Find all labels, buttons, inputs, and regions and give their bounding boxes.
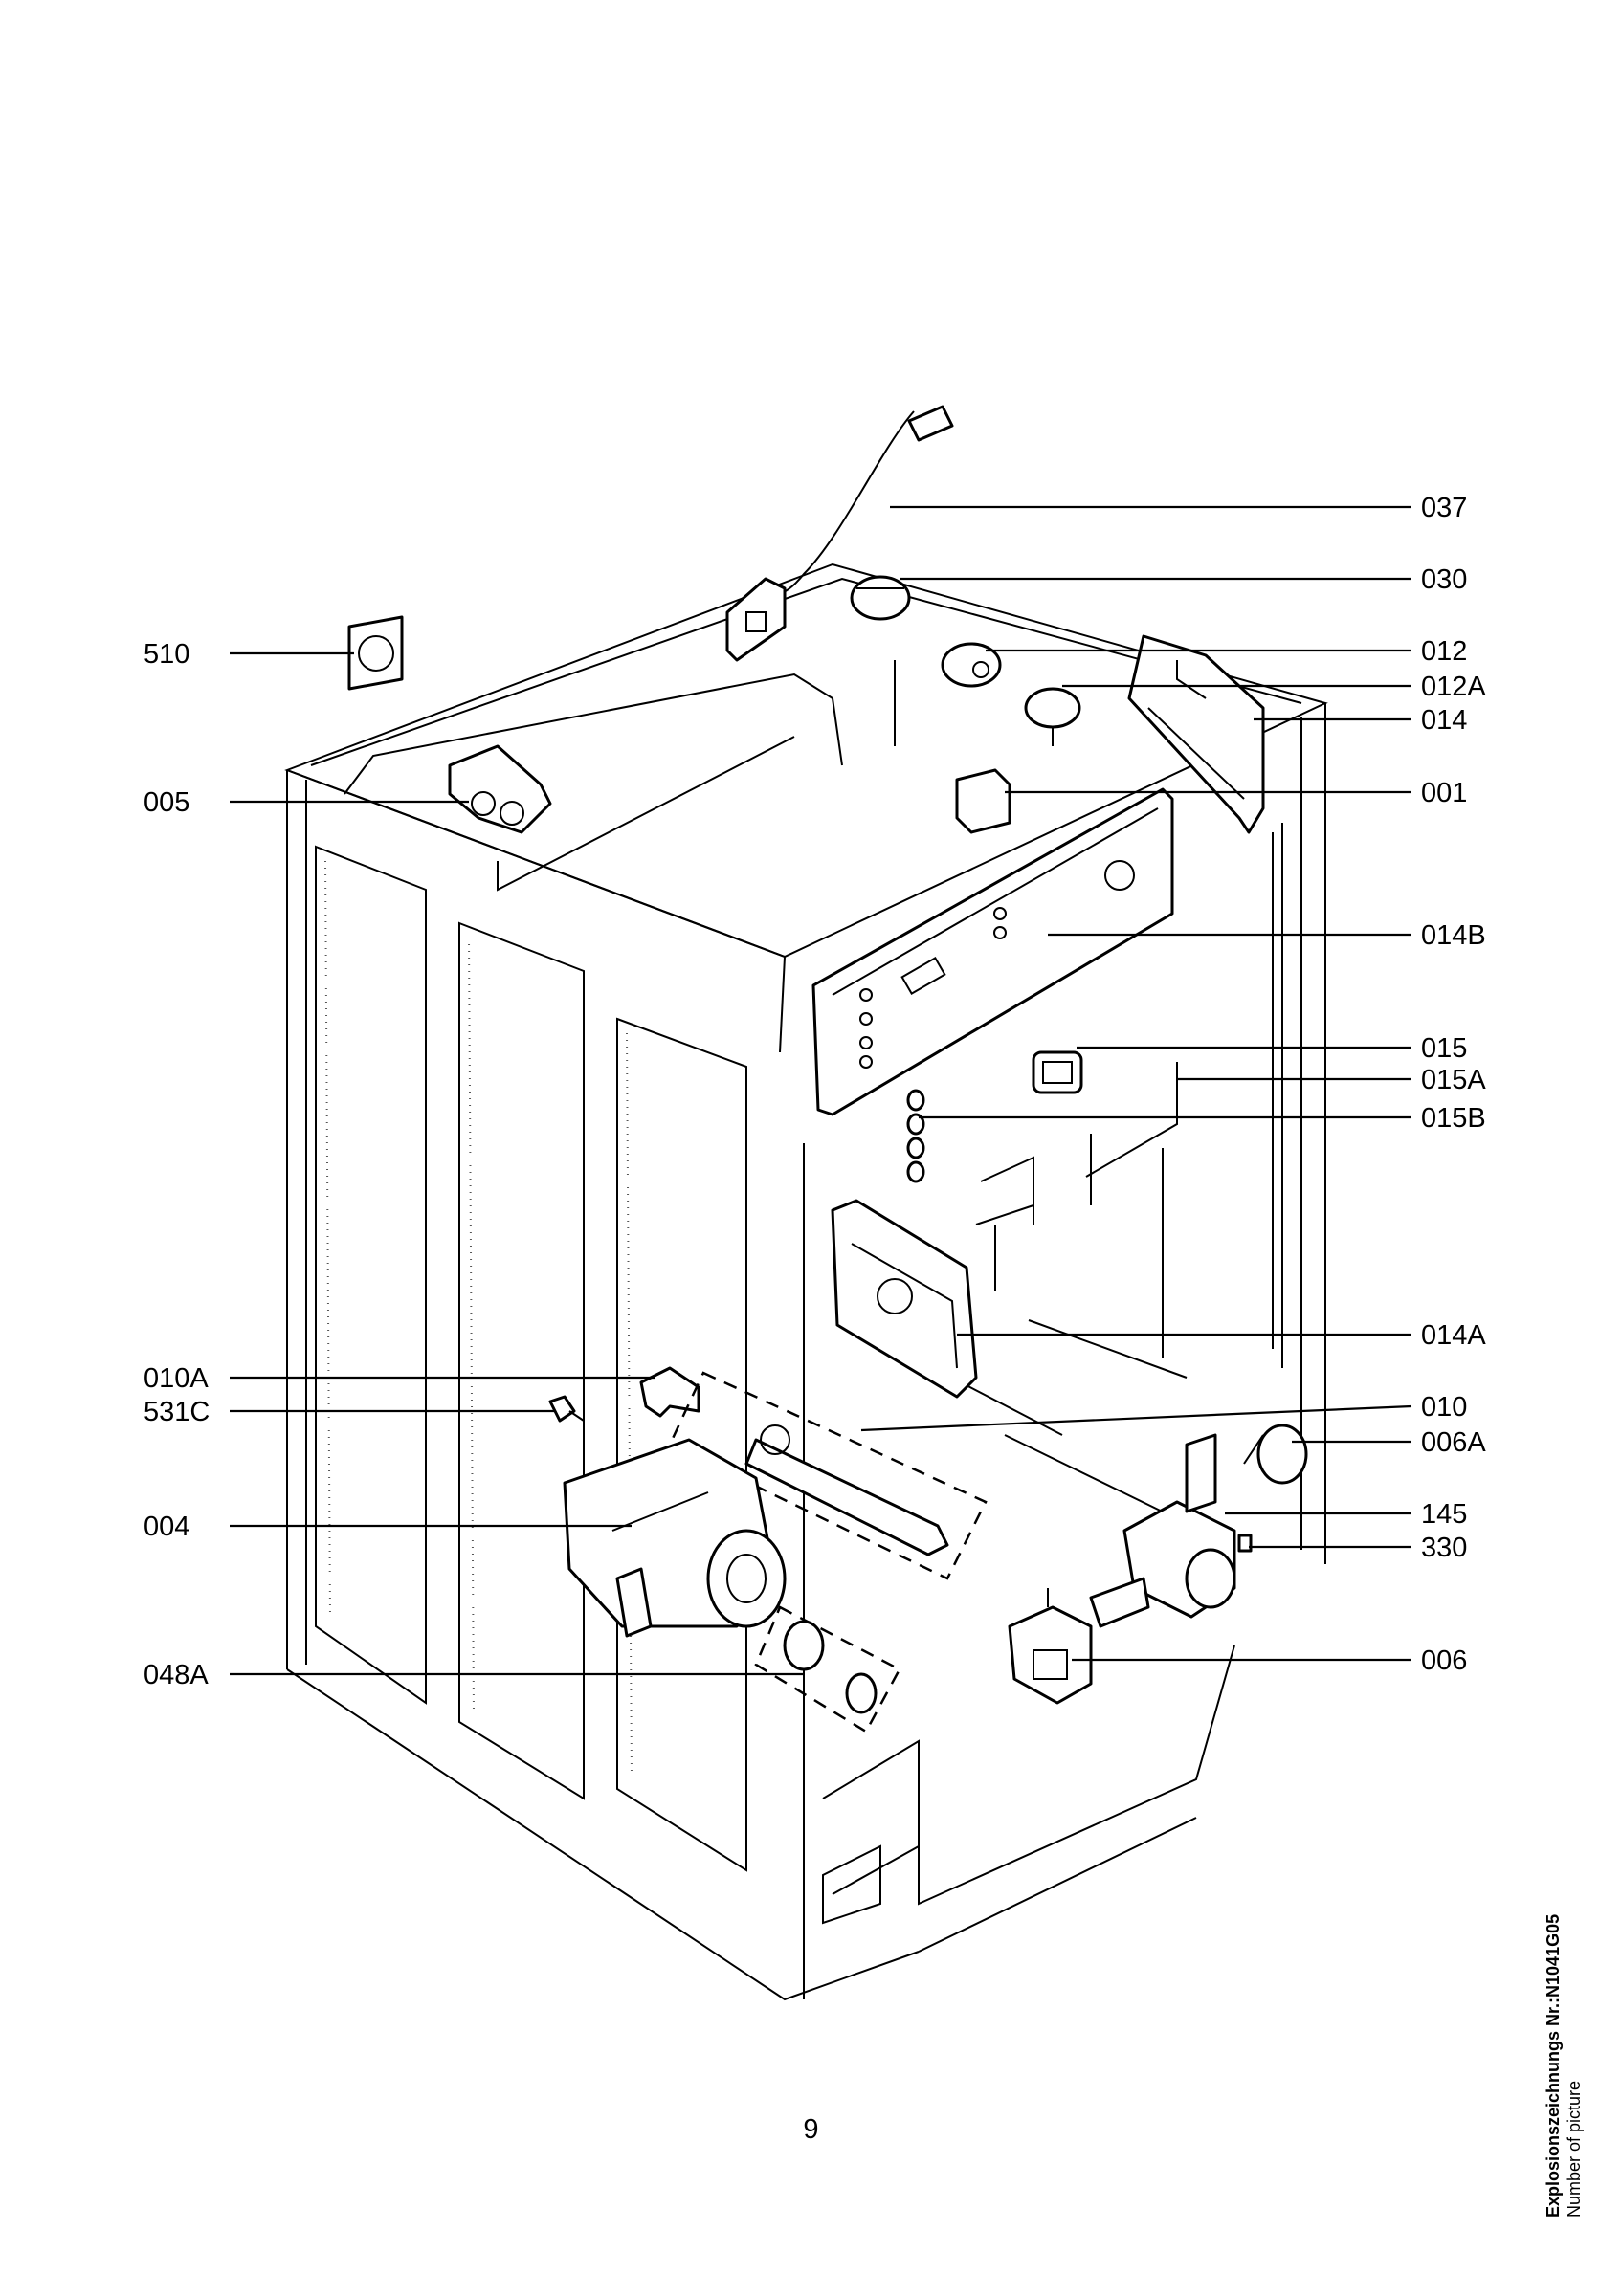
caption-subtitle: Number of picture [1565, 2080, 1584, 2218]
buttons-part [906, 1089, 925, 1183]
picture-number-caption: Explosionszeichnungs Nr.:N1041G05 Number… [1543, 1914, 1584, 2227]
drain-pump-part [1008, 1588, 1093, 1705]
connector-block-part [725, 577, 787, 662]
inlet-valve-part [448, 744, 552, 834]
callout-014: 014 [1421, 705, 1467, 736]
callout-531C: 531C [144, 1397, 210, 1427]
callout-010: 010 [1421, 1392, 1467, 1423]
callout-015A: 015A [1421, 1065, 1486, 1095]
front-panel-recesses [315, 845, 747, 1872]
small-plug-part [1237, 1534, 1253, 1553]
brush-kit-part [754, 1605, 901, 1733]
callout-014B: 014B [1421, 920, 1486, 951]
callout-030: 030 [1421, 564, 1467, 595]
caption-title: Explosionszeichnungs Nr.:N1041G05 [1544, 1913, 1563, 2218]
callout-001: 001 [1421, 778, 1467, 808]
callout-005: 005 [144, 787, 189, 818]
callout-006: 006 [1421, 1645, 1467, 1676]
callout-015B: 015B [1421, 1103, 1486, 1134]
page-number: 9 [803, 2114, 819, 2145]
callout-006A: 006A [1421, 1427, 1486, 1458]
pump-housing-part [1089, 1433, 1236, 1628]
relay-part [955, 768, 1011, 834]
filter-part [1243, 1424, 1308, 1485]
screw-part [548, 1395, 585, 1423]
mains-cable-part [765, 405, 954, 604]
clamp-part [639, 1366, 700, 1418]
motor-part [563, 1438, 787, 1638]
callout-510: 510 [144, 639, 189, 670]
callout-037: 037 [1421, 493, 1467, 523]
callout-010A: 010A [144, 1363, 209, 1394]
callout-145: 145 [1421, 1499, 1467, 1530]
callout-015: 015 [1421, 1033, 1467, 1064]
electronic-module-part [831, 1199, 978, 1399]
callout-014A: 014A [1421, 1320, 1486, 1351]
square-plate-part [347, 615, 404, 691]
control-panel-part [811, 787, 1174, 1116]
wire-bracket-part [975, 1062, 1178, 1225]
callout-012A: 012A [1421, 672, 1486, 702]
display-part [1032, 1050, 1083, 1094]
callout-012: 012 [1421, 636, 1467, 667]
pressure-switch-part [941, 642, 1081, 746]
callout-048A: 048A [144, 1660, 209, 1690]
capacitor-part [850, 575, 911, 621]
heater-part [668, 1371, 988, 1580]
leader-lines [230, 505, 1412, 1676]
callout-004: 004 [144, 1512, 189, 1542]
side-panel-lines [822, 660, 1283, 1925]
cabinet-frame [284, 563, 1328, 2001]
callout-330: 330 [1421, 1533, 1467, 1563]
